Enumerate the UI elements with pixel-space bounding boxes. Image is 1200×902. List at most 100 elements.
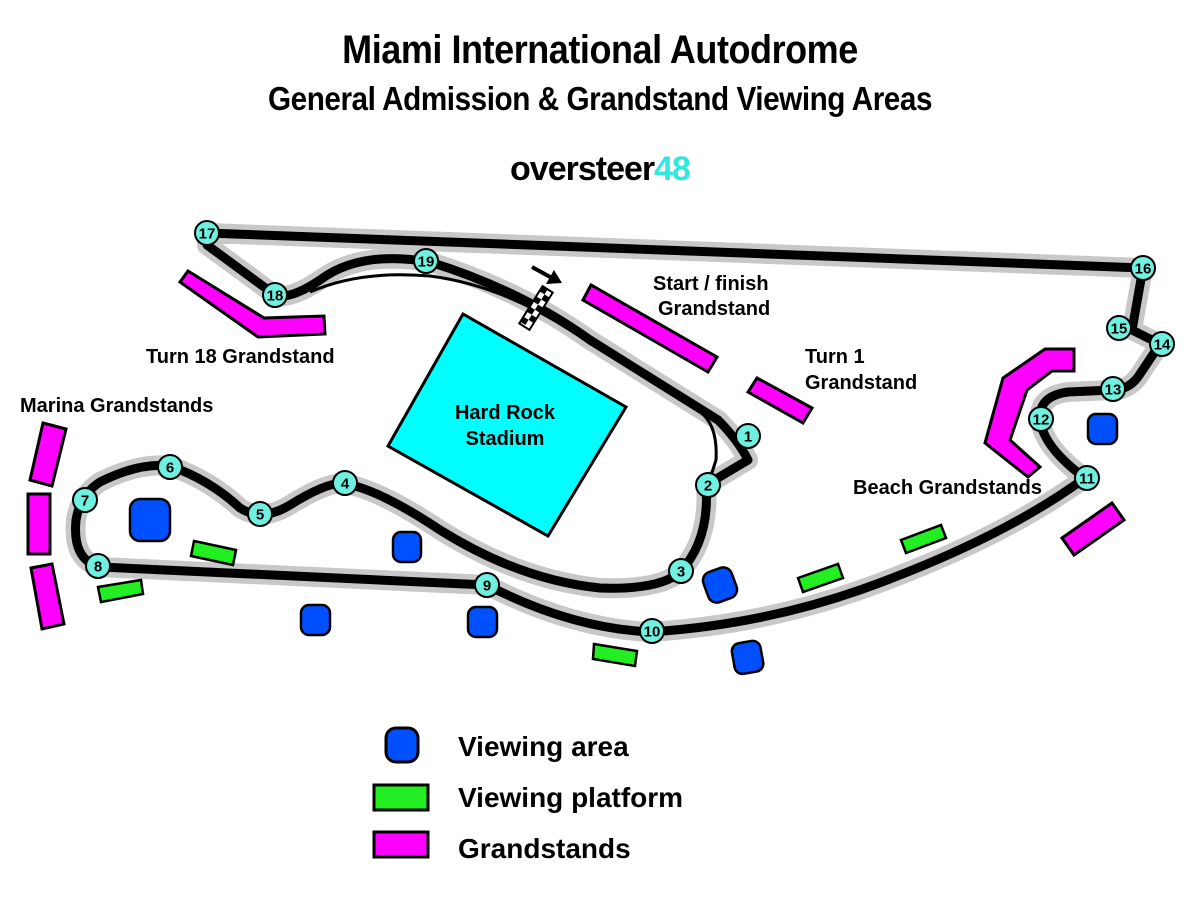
turn-marker-2: 2 [695,472,721,498]
grandstand-marina-2 [26,492,52,556]
label-beach: Beach Grandstands [853,477,1042,499]
turn-marker-3: 3 [668,558,694,584]
label-turn18: Turn 18 Grandstand [146,346,335,368]
turn-marker-circle [1130,255,1156,281]
viewing-area [299,603,332,637]
logo-text: oversteer [510,150,655,188]
viewing-area [730,639,765,676]
turn-marker-18: 18 [262,282,288,308]
label-turn1-line2: Grandstand [805,372,917,394]
viewing-platforms [96,523,948,668]
turn-marker-circle [1106,315,1132,341]
turn-marker-circle [413,248,439,274]
turn-number: 4 [341,476,350,493]
pit-lane [309,273,718,486]
turn-marker-1: 1 [735,423,761,449]
turn-marker-circle [639,618,665,644]
turn-marker-circle [194,220,220,246]
legend: Viewing area Viewing platform Grandstand… [372,726,683,864]
turn-marker-11: 11 [1074,465,1100,491]
turn-number: 1 [744,429,752,446]
map-title: Miami International Autodrome [342,28,858,72]
turn-number: 3 [677,564,685,581]
logo-accent: 48 [654,150,691,188]
turn-marker-circle [247,501,273,527]
turn-marker-14: 14 [1149,331,1175,357]
viewing-area [391,530,423,564]
turn-marker-7: 7 [72,487,98,513]
turn-marker-circle [332,470,358,496]
grandstand-turn1 [745,376,815,426]
turn-number: 19 [418,254,435,271]
viewing-area [701,566,739,604]
viewing-area [128,497,172,543]
viewing-platform [899,523,948,555]
label-start-finish-line1: Start / finish [653,273,769,295]
viewing-platform [189,539,238,567]
turn-number: 6 [166,460,174,477]
viewing-area [1086,412,1119,446]
turn-marker-5: 5 [247,501,273,527]
turn-marker-circle [1028,406,1054,432]
grandstand-marina-1 [28,421,68,488]
turn-number: 13 [1105,382,1122,399]
turn-marker-13: 13 [1100,376,1126,402]
turn-marker-8: 8 [85,553,111,579]
stadium-label-line1: Hard Rock [455,402,556,424]
turn-number: 2 [704,478,712,495]
stadium-label-line2: Stadium [466,428,545,450]
viewing-areas [128,412,1119,676]
grandstand-beach-2 [1059,500,1127,558]
grandstand-turn18 [177,268,327,339]
legend-viewing-area-swatch [384,726,420,764]
turn-marker-17: 17 [194,220,220,246]
turn-marker-circle [1074,465,1100,491]
turn-marker-19: 19 [413,248,439,274]
turn-number: 18 [267,288,284,305]
turn-number: 10 [644,624,661,641]
track [71,228,1165,637]
turn-marker-circle [85,553,111,579]
label-turn1-line1: Turn 1 [805,346,865,368]
grandstand-beach-1 [983,347,1076,479]
turn-number: 15 [1111,321,1128,338]
turn-marker-circle [1100,376,1126,402]
viewing-platform [96,578,145,604]
viewing-platform [591,642,639,668]
turn-marker-circle [474,572,500,598]
turn-marker-15: 15 [1106,315,1132,341]
start-finish-line [517,284,555,332]
turn-number: 5 [256,507,264,524]
oversteer48-logo: oversteer48 [0,150,1200,189]
viewing-area [466,605,499,639]
legend-viewing-area-label: Viewing area [458,731,629,762]
direction-arrow-icon [531,265,562,284]
turn-number: 12 [1033,412,1050,429]
turn-marker-circle [735,423,761,449]
turn-marker-circle [157,454,183,480]
legend-viewing-platform-label: Viewing platform [458,782,683,813]
label-marina: Marina Grandstands [20,395,213,417]
grandstands [26,268,1127,631]
turn-marker-circle [1149,331,1175,357]
legend-grandstand-label: Grandstands [458,833,631,864]
hard-rock-stadium [385,311,629,539]
turn-number: 17 [199,226,216,243]
turn-marker-12: 12 [1028,406,1054,432]
legend-grandstand-swatch [372,830,430,859]
turn-number: 11 [1079,471,1095,488]
turn-marker-4: 4 [332,470,358,496]
map-subtitle: General Admission & Grandstand Viewing A… [267,80,933,117]
turn-marker-circle [262,282,288,308]
turn-number: 16 [1135,261,1152,278]
turn-number: 9 [483,578,491,595]
turn-marker-9: 9 [474,572,500,598]
grandstand-marina-3 [29,562,66,631]
turn-marker-circle [695,472,721,498]
grandstand-start-finish [580,282,720,375]
turn-marker-circle [668,558,694,584]
legend-viewing-platform-swatch [372,783,430,812]
label-start-finish-line2: Grandstand [658,298,770,320]
